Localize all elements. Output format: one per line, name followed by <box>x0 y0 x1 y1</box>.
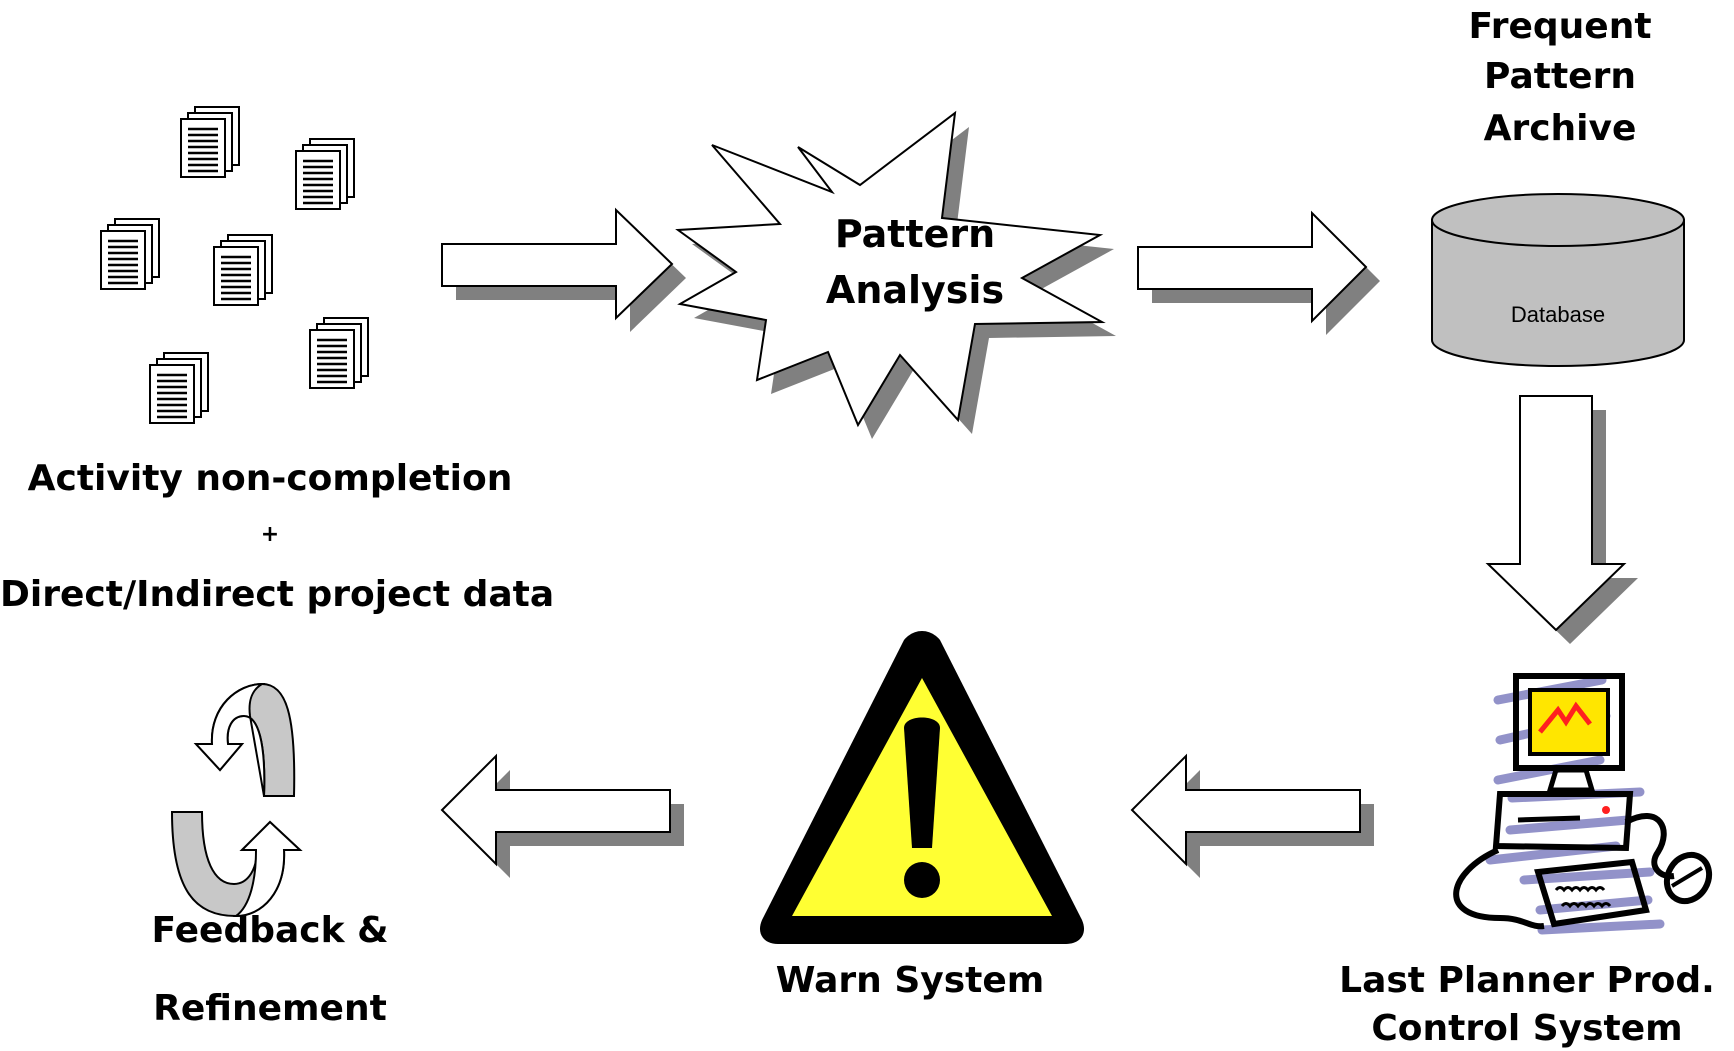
archive-title-line2: Pattern <box>1484 56 1636 97</box>
analysis-label-line2: Analysis <box>825 268 1005 312</box>
feedback-label-line1: Feedback & <box>151 910 389 951</box>
planner-label-line2: Control System <box>1371 1008 1683 1049</box>
warn-label: Warn System <box>775 960 1045 1001</box>
analysis-label-line1: Pattern <box>834 212 996 256</box>
arrow-right-2 <box>1137 210 1380 335</box>
source-label-line2: Direct/Indirect project data <box>0 574 555 615</box>
archive-title-line1: Frequent <box>1468 6 1652 47</box>
archive-title-line3: Archive <box>1483 108 1637 149</box>
source-label-plus: + <box>260 522 280 547</box>
warning-triangle-icon <box>759 631 1085 944</box>
feedback-label-line2: Refinement <box>153 988 387 1029</box>
computer-icon <box>1453 673 1713 935</box>
document-stack-icon <box>99 105 370 425</box>
arrow-down <box>1485 395 1638 644</box>
arrow-left-1 <box>1130 753 1374 878</box>
planner-label-line1: Last Planner Prod. <box>1339 960 1715 1001</box>
database-icon <box>1431 193 1685 367</box>
source-label-line1: Activity non-completion <box>27 458 513 499</box>
arrow-left-2 <box>440 753 684 878</box>
explosion-burst <box>675 110 1116 439</box>
arrow-right-1 <box>441 207 686 332</box>
cycle-arrows-icon <box>170 682 303 918</box>
database-label: Database <box>1510 302 1606 327</box>
